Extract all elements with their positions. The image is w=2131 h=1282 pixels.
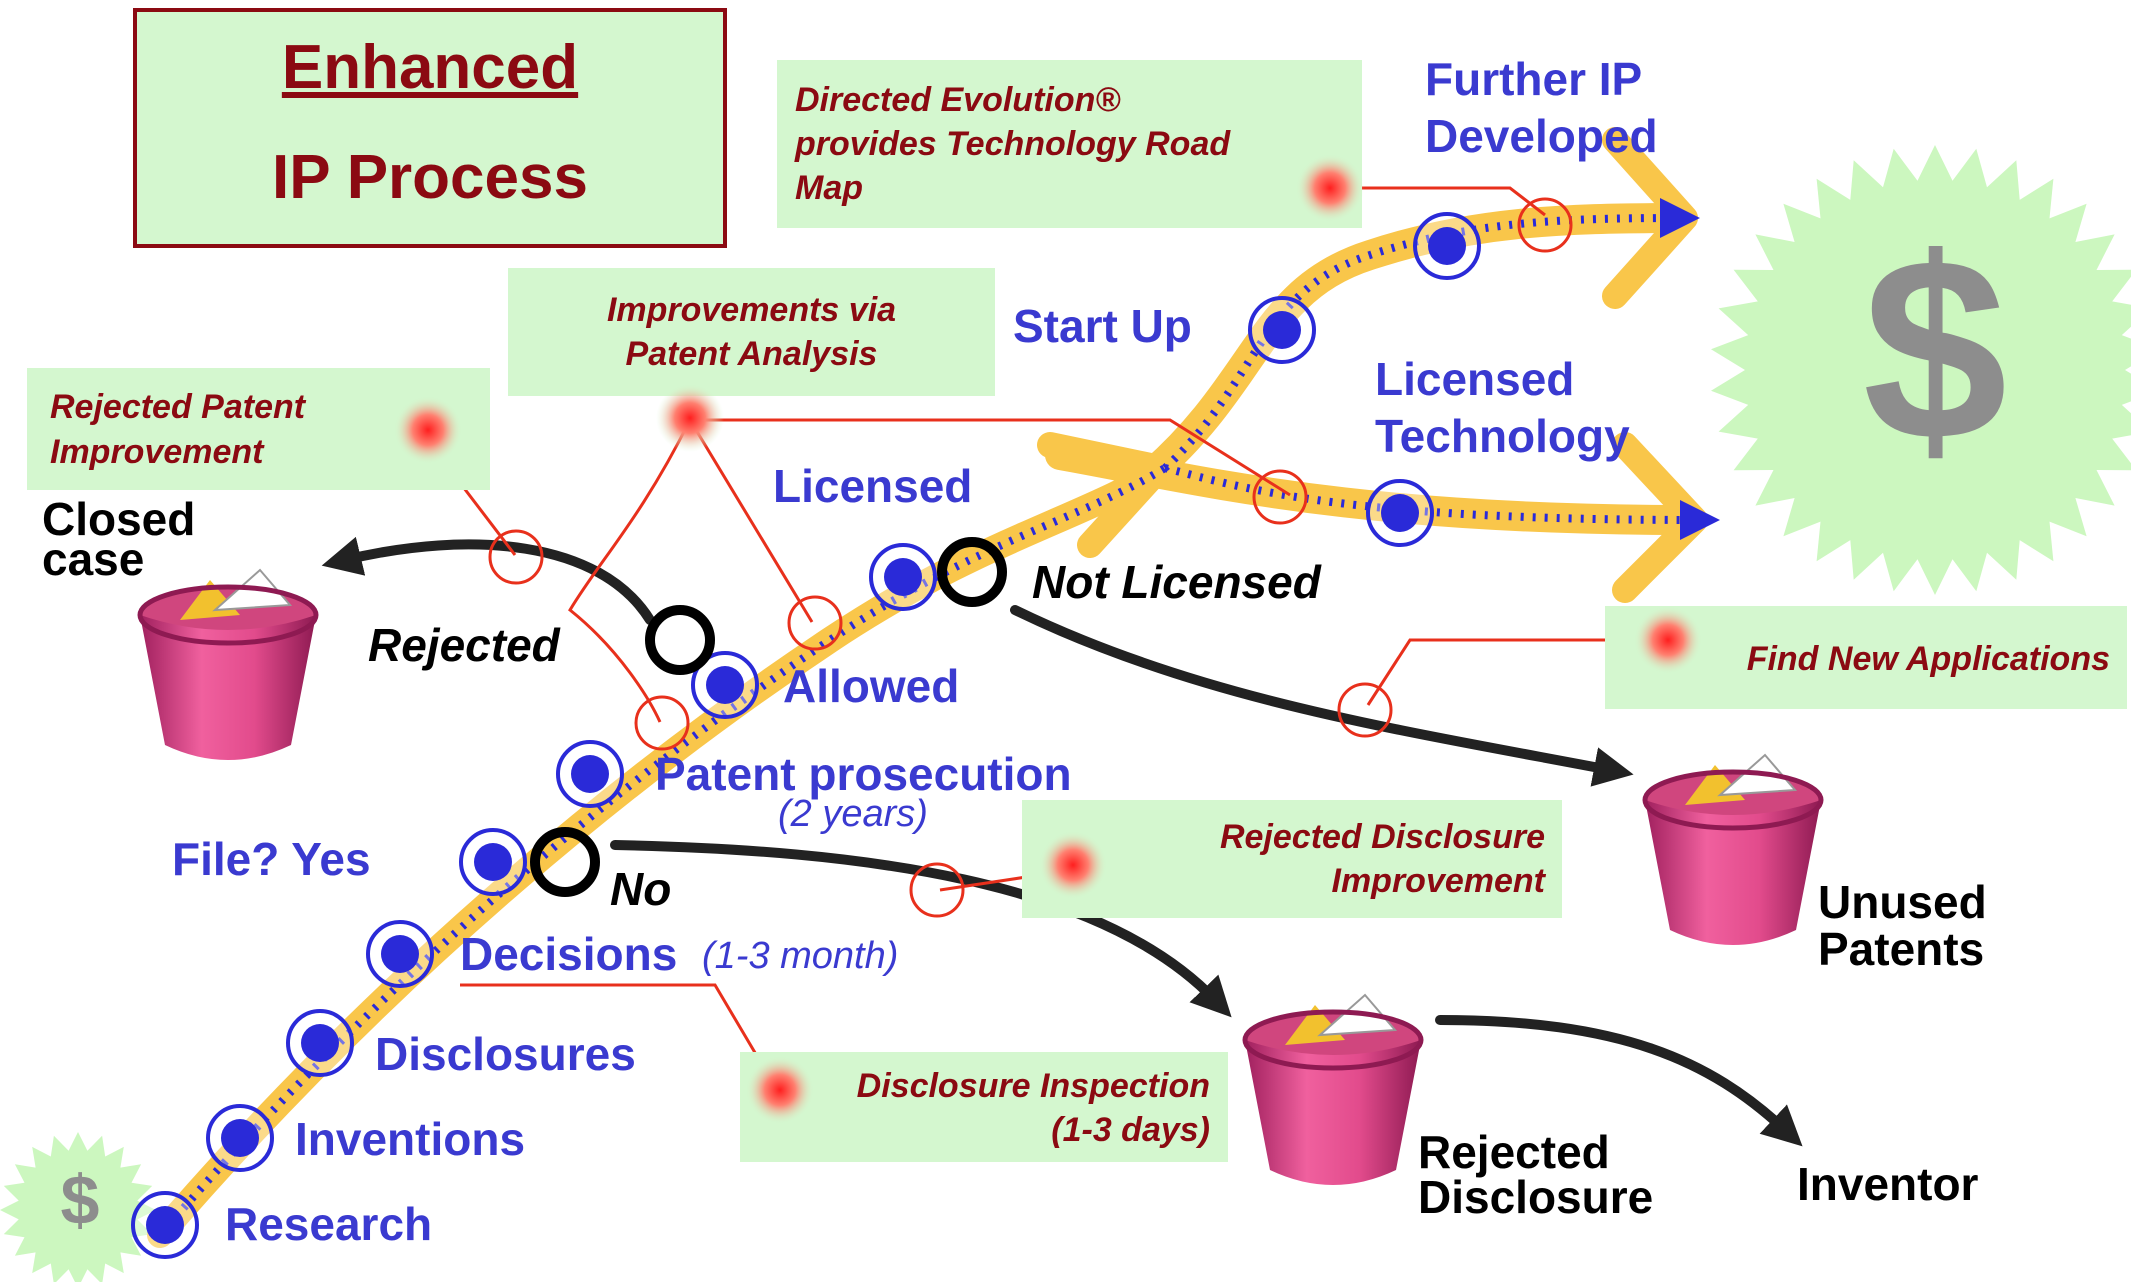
- title-box: Enhanced IP Process: [133, 8, 727, 248]
- label-further-ip-1: Further IP: [1425, 53, 1643, 105]
- stage-node: [556, 740, 624, 808]
- note-disclosure-inspection-line-2: (1-3 days): [1051, 1111, 1210, 1149]
- stage-node: [1366, 479, 1434, 547]
- big-dollar-icon: $: [1862, 205, 2008, 495]
- red-dot: [394, 396, 462, 464]
- red-dot: [1039, 831, 1107, 899]
- note-disclosure-inspection: [740, 1052, 1228, 1162]
- stage-node: [131, 1191, 199, 1259]
- title-line-2: IP Process: [272, 143, 588, 212]
- note-rejected-disclosure-line-1: Rejected Disclosure: [1219, 818, 1545, 856]
- connector-circle: [1337, 682, 1393, 738]
- label-research: Research: [225, 1198, 433, 1250]
- decision-ring-not-licensed: [937, 537, 1007, 607]
- note-rejected-disclosure-line-2: Improvement: [1331, 862, 1546, 900]
- note-rejected-patent-line-2: Improvement: [50, 433, 264, 471]
- note-improvements-line-1: Improvements via: [606, 291, 897, 329]
- label-closed-case-2: case: [42, 533, 145, 585]
- trash-basket-icon: [137, 568, 319, 760]
- starburst-big: [1711, 145, 2131, 595]
- connector-circle: [909, 862, 965, 918]
- flow-arrows: [321, 536, 1803, 1147]
- label-licensed-technology-1: Licensed: [1375, 353, 1575, 405]
- connector-circles: [488, 197, 1573, 918]
- stage-node: [459, 828, 527, 896]
- starburst-small: [0, 1132, 156, 1282]
- label-prosecution-time: (2 years): [778, 793, 928, 835]
- trash-basket-icon: [1242, 993, 1424, 1185]
- red-dot: [1634, 606, 1702, 674]
- connector-circle: [634, 695, 690, 751]
- label-disclosures: Disclosures: [375, 1028, 636, 1080]
- note-disclosure-inspection-line-1: Disclosure Inspection: [856, 1067, 1210, 1105]
- connector-circle: [1517, 197, 1573, 253]
- note-improvements: [508, 268, 995, 396]
- red-dot: [746, 1056, 814, 1124]
- stage-node: [869, 543, 937, 611]
- stage-nodes: [131, 212, 1481, 1259]
- label-rejected: Rejected: [368, 619, 560, 671]
- note-rejected-patent-line-1: Rejected Patent: [50, 388, 306, 426]
- label-not-licensed: Not Licensed: [1032, 556, 1321, 608]
- label-licensed: Licensed: [773, 460, 973, 512]
- label-allowed: Allowed: [783, 660, 960, 712]
- decision-rings: [530, 537, 1007, 897]
- label-unused-patents-1: Unused: [1818, 876, 1987, 928]
- label-closed-case-1: Closed: [42, 493, 196, 545]
- label-patent-prosecution: Patent prosecution: [655, 748, 1072, 800]
- label-decisions: Decisions: [460, 928, 678, 980]
- note-find-new-applications-line-1: Find New Applications: [1746, 640, 2110, 678]
- connector-circle: [1252, 469, 1308, 525]
- stage-node: [1413, 212, 1481, 280]
- label-unused-patents-2: Patents: [1818, 923, 1985, 975]
- label-decisions-time: (1-3 month): [702, 935, 899, 977]
- label-further-ip-2: Developed: [1425, 110, 1658, 162]
- title-line-1: Enhanced: [281, 33, 579, 102]
- red-dot: [1296, 154, 1364, 222]
- note-directed-evolution-line-2: provides Technology Road: [795, 125, 1231, 163]
- note-improvements-line-2: Patent Analysis: [625, 335, 878, 373]
- stage-node: [1248, 296, 1316, 364]
- label-licensed-technology-2: Technology: [1375, 410, 1630, 462]
- connector-circle: [787, 595, 843, 651]
- note-directed-evolution: [777, 60, 1362, 228]
- decision-ring-no: [530, 827, 600, 897]
- label-rejected-disclosure-2: Disclosure: [1418, 1171, 1654, 1223]
- label-file-yes: File? Yes: [172, 833, 371, 885]
- note-directed-evolution-line-1: Directed Evolution®: [795, 81, 1121, 119]
- label-inventions: Inventions: [295, 1113, 526, 1165]
- note-directed-evolution-line-3: Map: [795, 169, 863, 207]
- red-dot: [656, 384, 724, 452]
- label-start-up: Start Up: [1013, 300, 1192, 352]
- stage-node: [691, 651, 759, 719]
- label-no: No: [610, 863, 672, 915]
- stage-node: [366, 920, 434, 988]
- decision-ring-rejected: [645, 605, 715, 675]
- stage-node: [206, 1104, 274, 1172]
- label-inventor: Inventor: [1797, 1158, 1979, 1210]
- connector-circle: [488, 529, 544, 585]
- note-rejected-disclosure: [1022, 800, 1562, 918]
- trash-basket-icon: [1642, 753, 1824, 945]
- label-rejected-disclosure-1: Rejected: [1418, 1126, 1610, 1178]
- stage-node: [286, 1009, 354, 1077]
- small-dollar-icon: $: [60, 1161, 100, 1239]
